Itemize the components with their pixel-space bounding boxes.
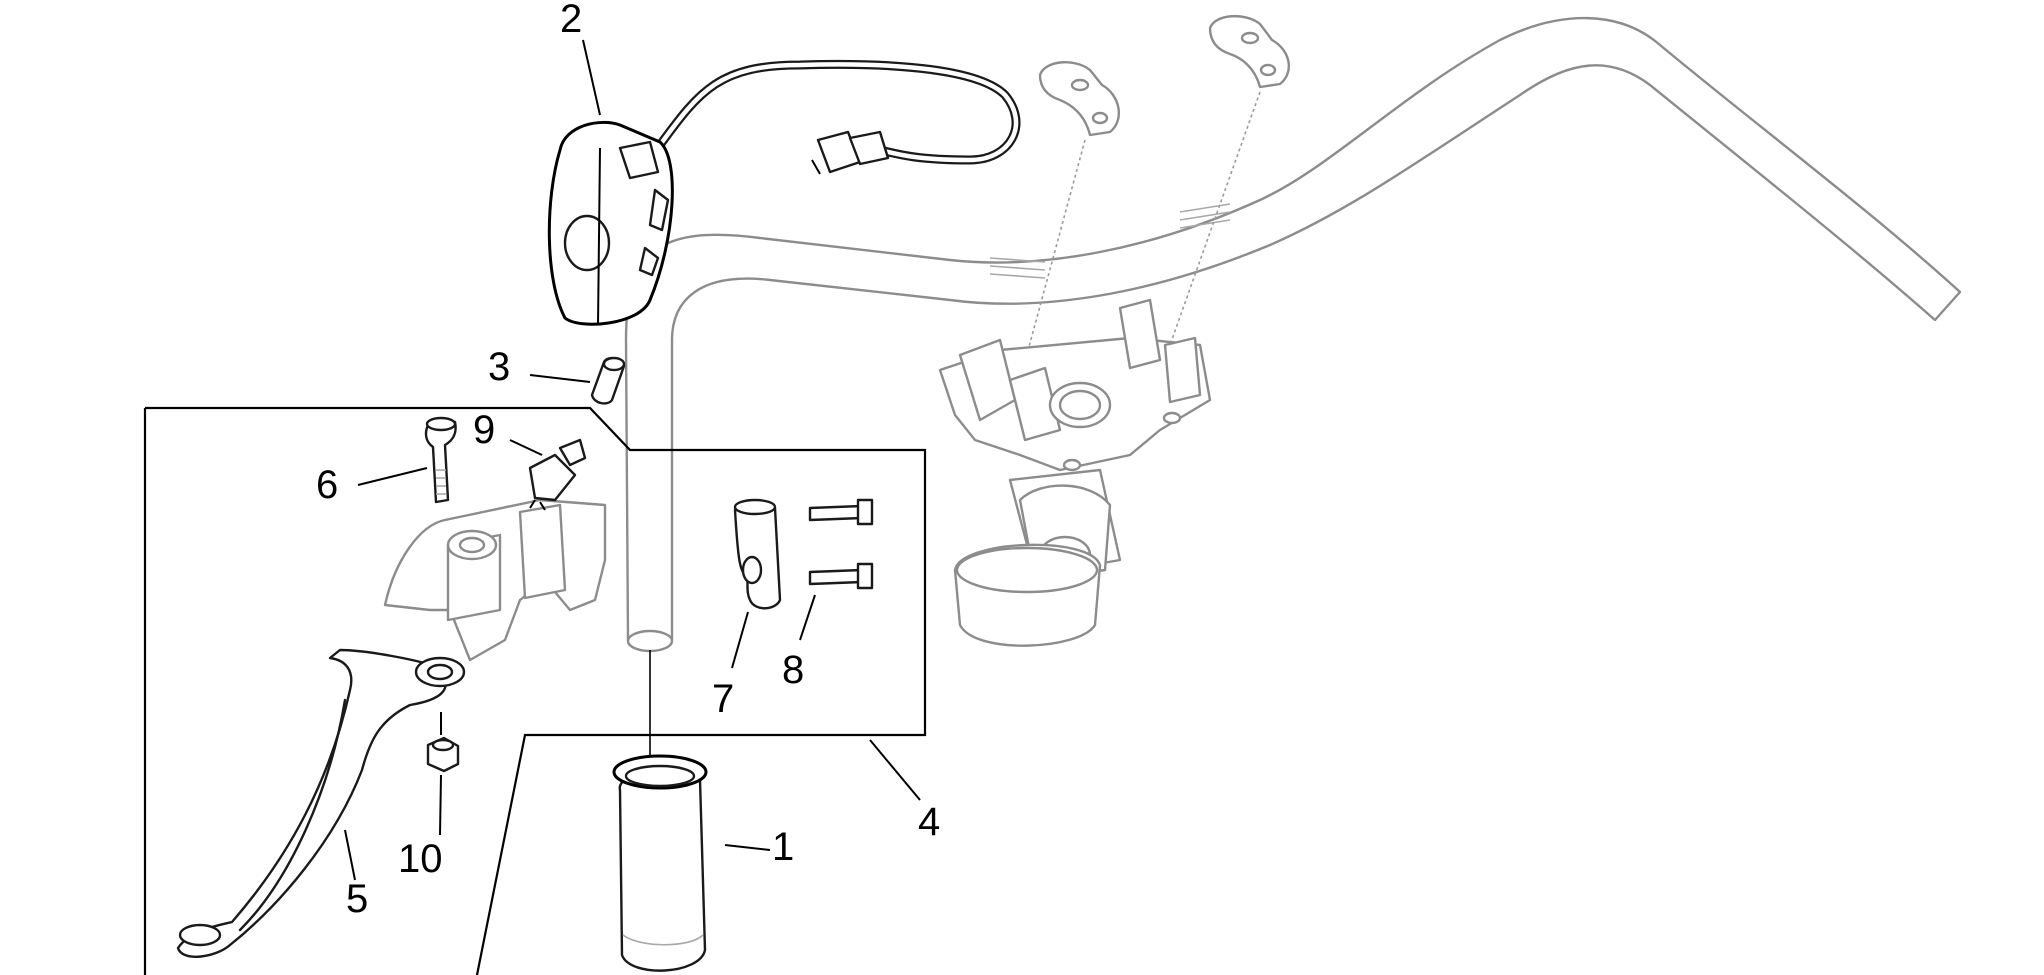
- upper-clamp-right: [1208, 14, 1291, 89]
- callout-5: 5: [346, 877, 368, 921]
- group-frame: [145, 406, 927, 975]
- bolt-part-6: [424, 416, 457, 504]
- lever-bracket: [383, 498, 607, 662]
- switch-part-9: [528, 438, 587, 511]
- nut-part-10: [426, 712, 460, 773]
- callout-labels: 1 2 3 4 5 6 7 8 9 10: [316, 0, 940, 921]
- pin-part-3: [590, 356, 626, 405]
- callout-6: 6: [316, 463, 338, 507]
- callout-1: 1: [772, 825, 794, 869]
- handlebar: [624, 16, 1962, 653]
- callout-10: 10: [398, 837, 443, 881]
- callout-9: 9: [473, 408, 495, 452]
- callout-8: 8: [782, 648, 804, 692]
- bolt-pair-part-8: [808, 498, 874, 590]
- lever-part-5: [176, 648, 466, 958]
- clamp-part-7: [733, 498, 782, 610]
- upper-clamp-left: [1038, 61, 1120, 137]
- switch-housing: [547, 59, 1021, 326]
- top-yoke: [938, 298, 1212, 647]
- callout-2: 2: [560, 0, 582, 41]
- callout-4: 4: [918, 800, 940, 844]
- callout-7: 7: [712, 677, 734, 721]
- leader-lines: [344, 39, 921, 881]
- callout-3: 3: [488, 345, 510, 389]
- grip-part-1: [612, 650, 708, 972]
